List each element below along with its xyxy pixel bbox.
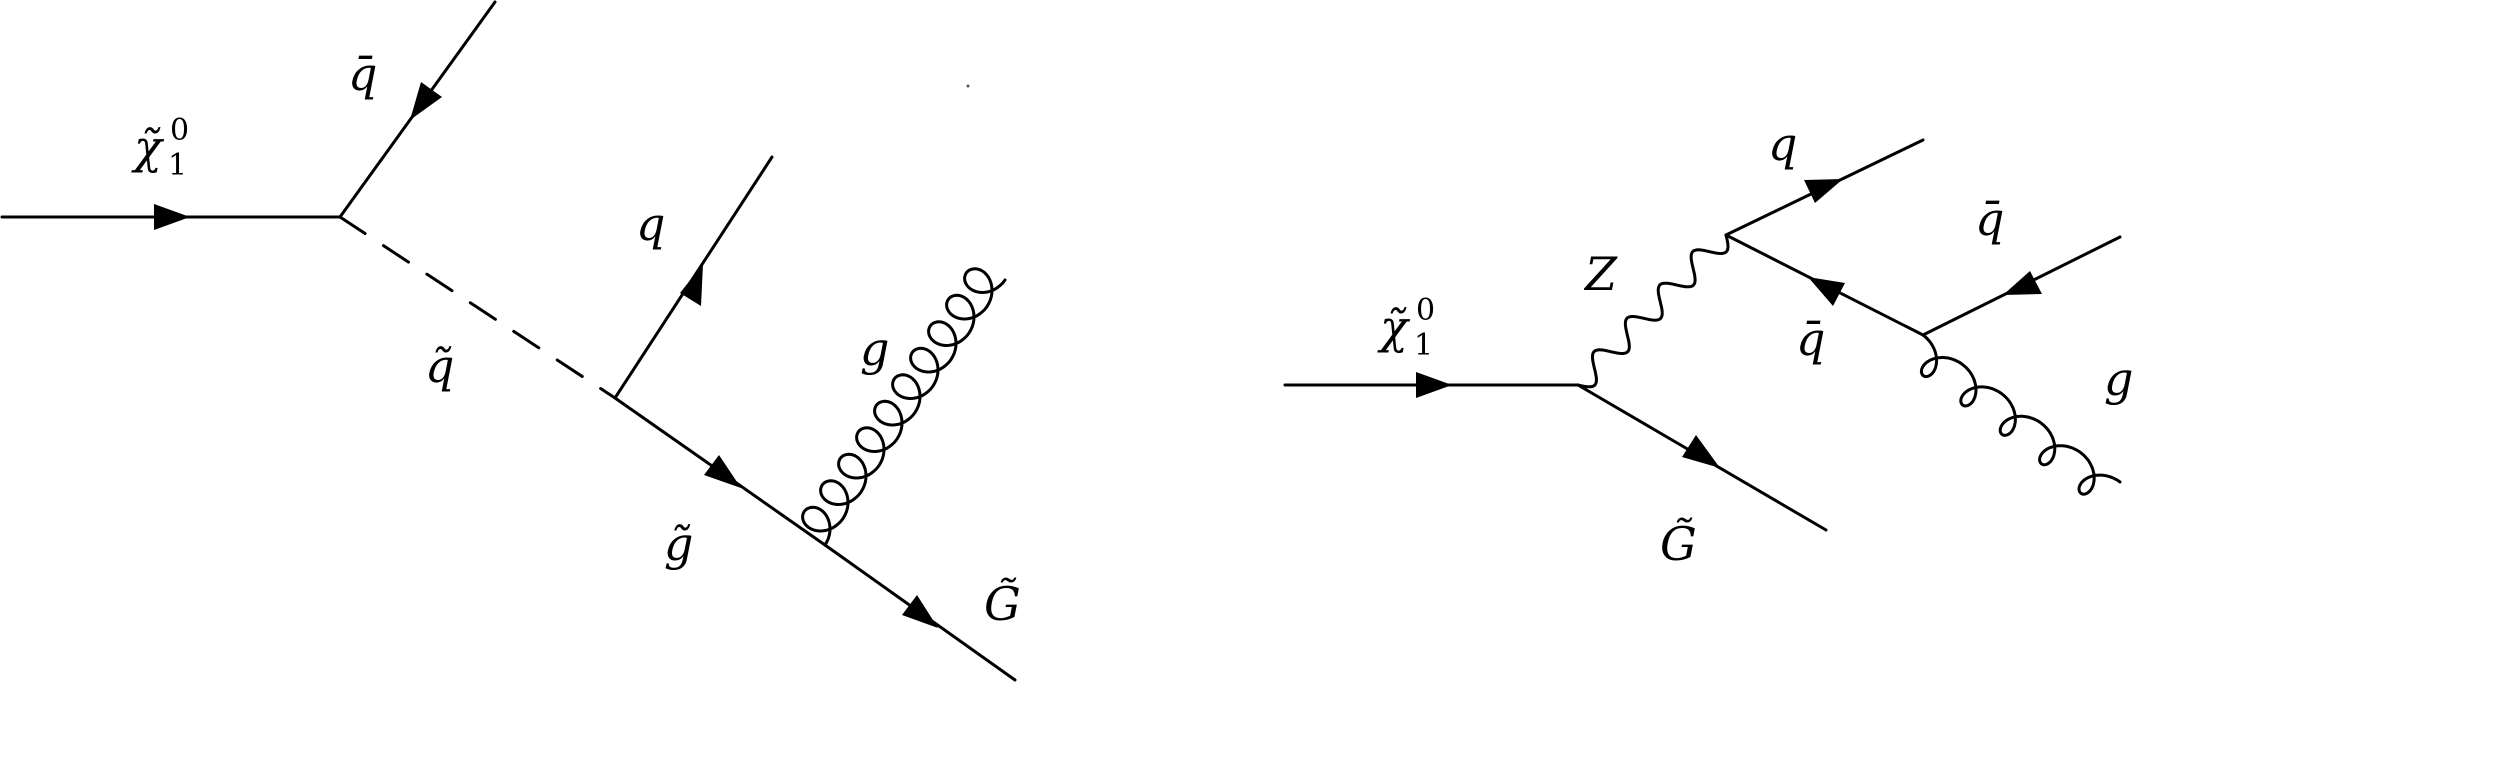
right-antiquark-arrow-1 [1808,277,1845,306]
left-label-neutralino: χ̃ [131,120,165,174]
left-label-antiquark: q̄ [348,47,377,101]
left-label-quark: q [636,197,665,251]
left-squark-line [338,215,617,400]
right-label-neutralino-super: 0 [1416,293,1435,328]
left-gluon-line [801,267,1007,547]
right-z-boson-line [1576,233,1730,389]
right-label-gravitino: G̃ [1660,517,1697,571]
left-quark-arrow [680,264,703,306]
left-label-gluino: g̃ [664,517,693,571]
left-label-squark: q̃ [425,339,454,393]
right-label-neutralino: χ̃ [1377,300,1411,354]
right-label-quark: q [1768,117,1797,171]
right-gluon-line [1919,333,2122,496]
left-gluino-arrow [704,455,741,488]
left-label-gluon: g [860,322,889,376]
right-label-antiquark-2: q̄ [1975,192,2004,246]
left-neutralino-arrow [154,204,190,230]
left-antiquark-arrow [410,82,442,120]
left-gravitino-arrow [902,595,938,628]
diagram-right: χ̃ 0 1 Z q q̄ q̄ g G̃ [1283,117,2133,571]
right-antiquark-arrow-2 [2003,271,2042,295]
right-label-neutralino-sub: 1 [1414,328,1433,363]
left-label-gravitino: G̃ [984,577,1021,631]
right-quark-arrow [1804,179,1843,203]
left-label-neutralino-sub: 1 [168,148,187,183]
right-label-antiquark-1: q̄ [1796,312,1825,366]
right-gravitino-arrow [1682,435,1720,468]
right-label-gluon: g [2104,352,2133,406]
diagram-left: χ̃ 0 1 q̄ q̃ q g̃ g G̃ [0,0,1021,682]
right-neutralino-arrow [1416,372,1452,398]
left-label-neutralino-super: 0 [170,113,189,148]
stray-dot [966,84,970,88]
right-label-z-boson: Z [1583,247,1618,301]
